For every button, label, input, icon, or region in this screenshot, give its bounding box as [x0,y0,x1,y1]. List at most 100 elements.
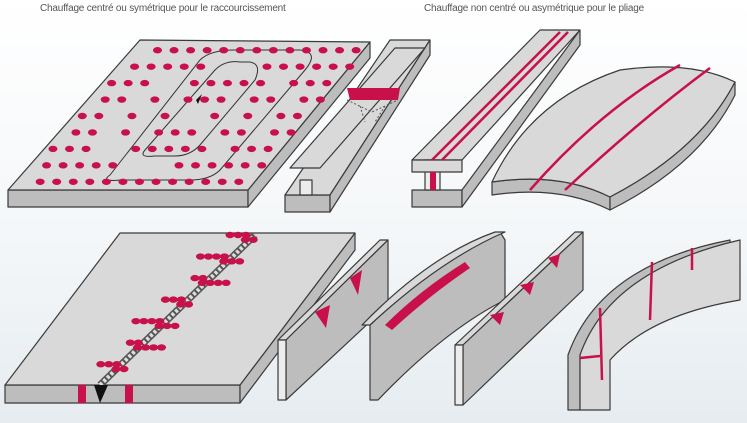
heat-spot [133,339,143,346]
heat-spot [227,258,237,265]
i-beam-wedge-heating [284,39,431,213]
heat-spot [213,279,223,287]
heat-spot [318,47,328,54]
heat-spot [107,79,117,87]
heat-spot [257,162,267,169]
heat-spot [176,296,186,303]
arrow-icon [196,94,202,104]
plate-spiral-heating [7,39,371,208]
heat-spot [219,258,229,265]
heat-spot [195,253,205,260]
heat-spot [219,253,229,260]
heat-spot [230,145,240,153]
heat-spot [289,79,299,87]
heat-spot [147,145,157,153]
curved-ring-heating [567,239,741,411]
heat-spot [201,178,211,185]
heat-spot [279,63,289,70]
heat-spot [75,162,85,169]
heat-spot [77,112,87,120]
heat-spot [240,162,250,169]
heat-spot [299,96,309,103]
heat-spot [234,178,244,185]
heat-spot [256,79,266,87]
heat-spot [183,96,193,103]
heat-spot [206,79,216,87]
heat-spot [322,79,332,87]
heat-spot [210,112,220,120]
heat-spot [276,112,286,120]
heat-spot [176,301,186,308]
heat-spot [217,178,227,185]
heat-spot [266,96,276,103]
heat-spot [100,96,110,103]
heat-spot [235,47,245,54]
heat-spot [154,129,164,136]
heat-spot [131,145,141,153]
heat-spot [133,344,143,351]
heat-spot [252,47,262,54]
heat-spot [335,47,345,54]
heat-spot [155,317,165,325]
heat-spot [249,96,259,103]
heat-spot [127,112,137,120]
heat-spot [48,145,58,153]
heat-spot [295,63,305,70]
plate-weld-heating [4,231,356,404]
heat-spot [180,145,190,153]
heat-spot [94,112,104,120]
heat-spot [164,145,174,153]
caption-bending: Chauffage non centré ou asymétrique pour… [424,3,644,14]
heat-spot [197,145,207,153]
heat-spot [42,162,52,169]
heat-spot [108,162,118,169]
heat-spot [150,96,160,103]
heat-spot [328,63,338,70]
i-beam-line-heating [411,29,581,208]
heat-spot [104,361,114,368]
heat-spot [71,129,81,136]
heat-spot [154,322,164,330]
heat-spot [119,365,129,373]
heat-spot [81,145,91,153]
heat-spot [87,129,97,136]
heat-spot [202,47,212,54]
heat-spot [139,317,149,325]
heat-spot [130,63,140,70]
heat-spot [186,47,196,54]
heat-spot [168,178,178,185]
heat-spot [151,178,161,185]
heat-spot [235,258,245,265]
heat-spot [262,63,272,70]
curved-plate-line-heating [491,63,736,211]
heat-spot [141,344,151,351]
heat-spot [168,296,178,303]
heat-spot [198,274,208,282]
heat-spot [157,344,167,351]
heat-spot [117,96,127,103]
heat-spot [239,79,249,87]
heat-spot [64,145,74,153]
heat-spot [270,129,280,136]
heat-spot [169,47,179,54]
heat-spot [96,361,106,368]
heat-spot [219,47,229,54]
heat-spot [345,63,355,70]
heat-spot [222,79,232,87]
heat-spot [91,162,101,169]
heat-spot [149,344,159,351]
heat-spot [240,236,250,243]
heat-spot [286,129,296,136]
heat-spot [174,162,184,169]
heat-spot [312,63,322,70]
heat-spot [197,279,207,287]
heat-spot [152,47,162,54]
heat-spot [292,112,302,120]
heat-spot [35,178,45,185]
heat-spot [224,162,234,169]
heat-spot [247,145,257,153]
heat-spot [160,112,170,120]
heat-spot [179,63,189,70]
heat-spot [351,47,361,54]
